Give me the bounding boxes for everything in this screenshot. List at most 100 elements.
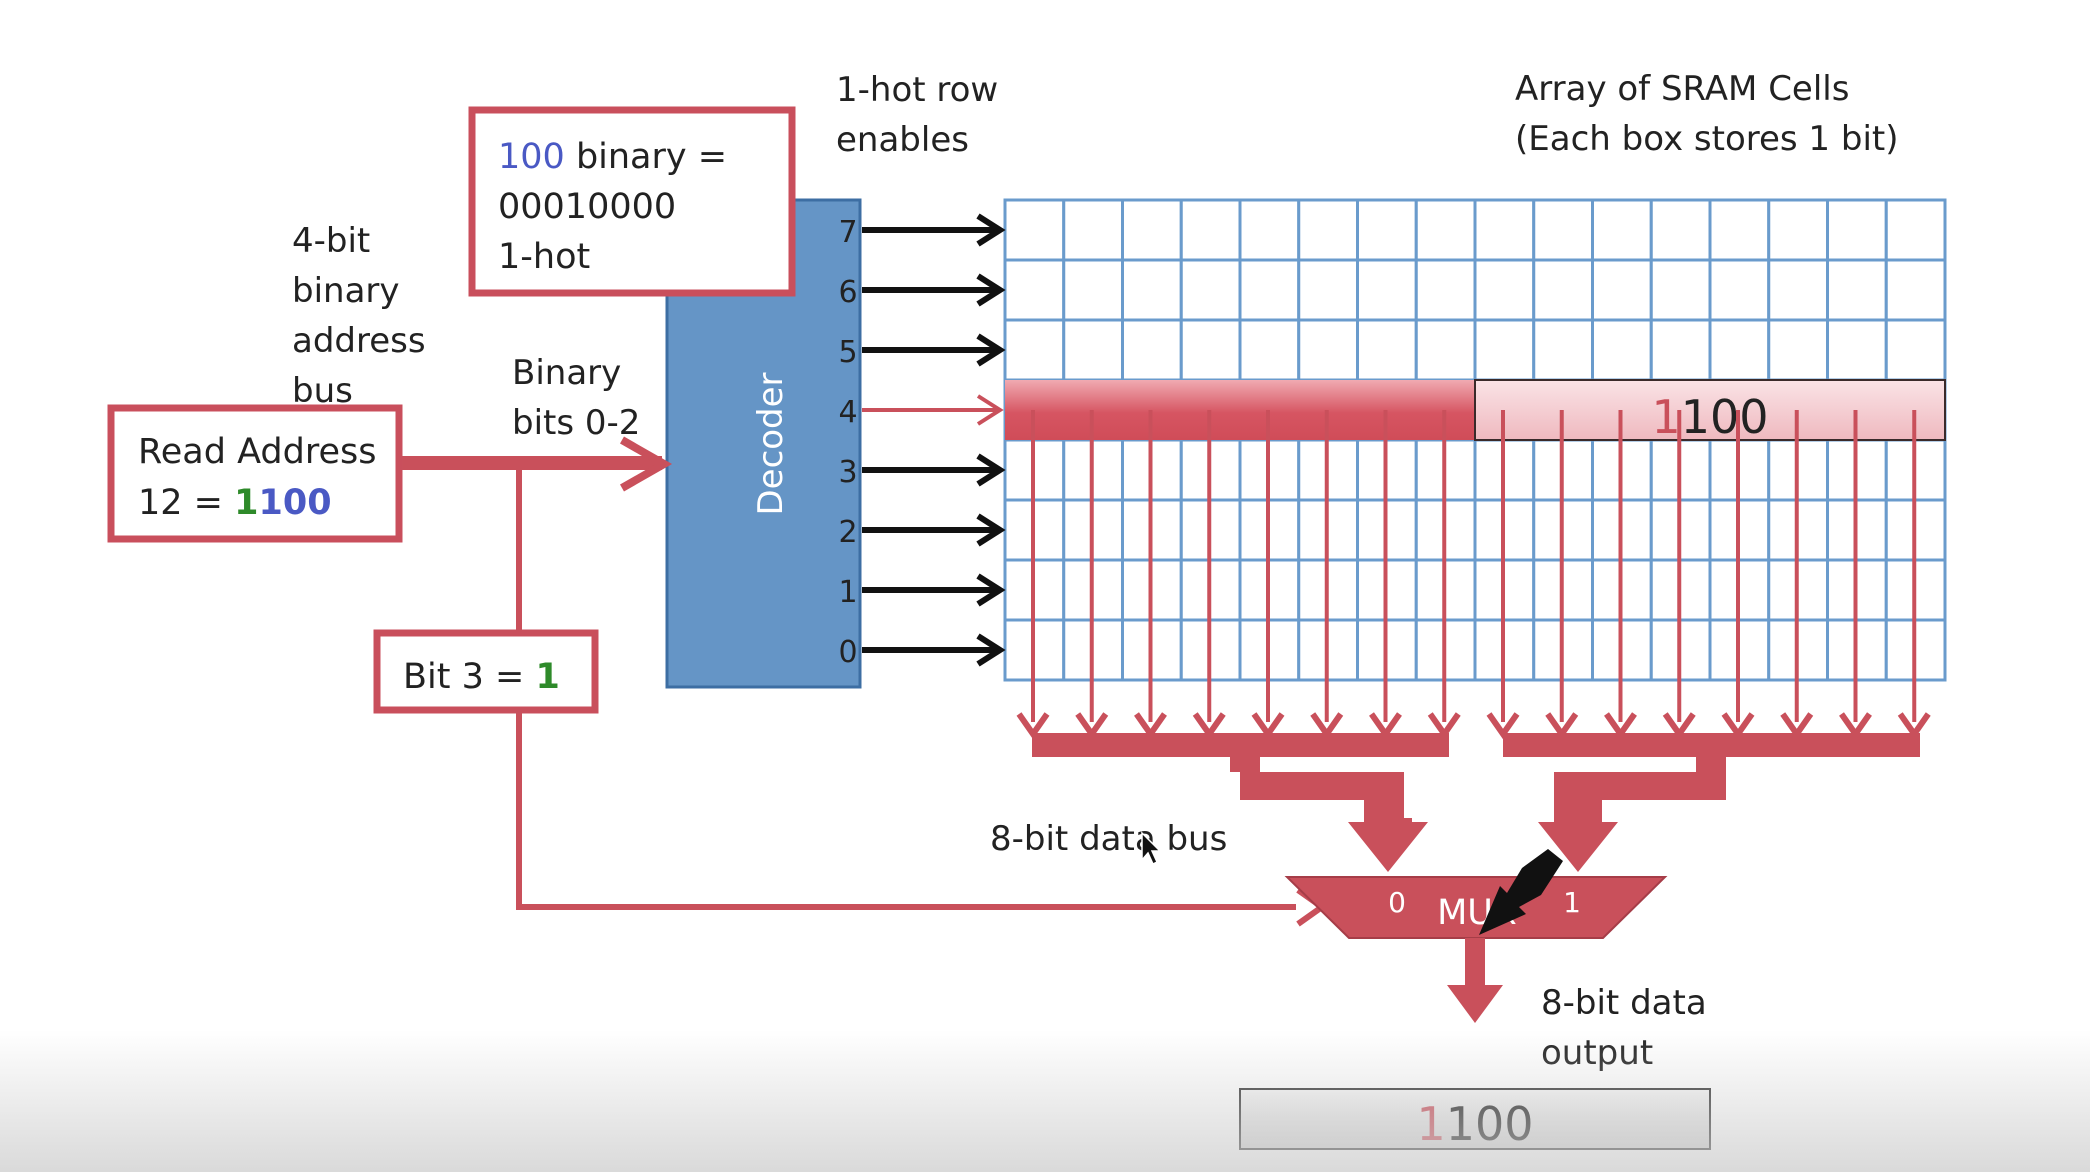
decoder-output-label: 6: [838, 275, 857, 310]
mouse-cursor-icon: [1141, 831, 1162, 866]
decoder-output-label: 2: [838, 515, 857, 550]
mux-output-arrowhead: [1447, 985, 1503, 1023]
data-bus-arrow-1: [1538, 757, 1726, 872]
decoder-outputs: 7 6 5 4 3 2 1 0: [838, 213, 1006, 670]
mux-input0-label: 0: [1388, 886, 1406, 919]
sram-cell: [1414, 318, 1477, 382]
sram-cell: [1414, 258, 1477, 322]
sram-cell: [1238, 198, 1301, 262]
sram-cell: [1356, 198, 1418, 262]
decoder-output-arrowhead: [976, 633, 1006, 667]
decoder-output-label: 5: [838, 335, 857, 370]
output-value: 1100: [1416, 1097, 1533, 1151]
sram-cell: [1414, 198, 1477, 262]
decoder-output-arrowhead: [976, 453, 1006, 487]
address-bus-arrowhead: [620, 436, 673, 492]
sram-cell: [1708, 258, 1771, 322]
sram-cell: [1121, 258, 1183, 322]
decoder-output-arrowhead: [976, 394, 1004, 426]
multiplexer: MUX 0 1: [1284, 849, 1668, 1023]
addr-bus-label-4: bus: [292, 371, 353, 411]
sram-cell: [1238, 318, 1301, 382]
sram-cell: [1062, 318, 1124, 382]
sram-cell: [1003, 318, 1066, 382]
decoder-output-label: 1: [838, 575, 857, 610]
addr-bus-label-3: address: [292, 321, 426, 361]
decoder-output-arrowhead: [976, 213, 1006, 247]
sram-cell: [1297, 258, 1359, 322]
array-label-1: Array of SRAM Cells: [1515, 69, 1849, 109]
array-label-2: (Each box stores 1 bit): [1515, 119, 1898, 159]
decoder-output-label: 3: [838, 455, 857, 490]
selected-row: 1100: [1005, 379, 1946, 444]
sram-cell: [1062, 198, 1124, 262]
sram-cell: [1179, 198, 1242, 262]
addr-bus-label-1: 4-bit: [292, 221, 370, 261]
decoder-output-arrowhead: [976, 333, 1006, 367]
sram-cell: [1062, 258, 1124, 322]
sram-cell: [1473, 198, 1536, 262]
decoder-output-label: 4: [838, 395, 857, 430]
collector-right: [1503, 733, 1920, 757]
bit3-box: Bit 3 = 1: [373, 629, 599, 714]
sram-cell: [1826, 318, 1888, 382]
sram-cell: [1884, 318, 1947, 382]
read-address-box: Read Address 12 = 1100: [107, 404, 403, 543]
selected-row-right-border: [1474, 379, 1946, 441]
selected-row-right-half: [1475, 380, 1945, 440]
binary-bits-label-1: Binary: [512, 353, 621, 393]
sram-cell: [1708, 318, 1771, 382]
sram-cell: [1297, 198, 1359, 262]
sram-cell: [1826, 258, 1888, 322]
onehot-line1: 100 binary =: [498, 137, 727, 177]
sram-cell: [1767, 198, 1829, 262]
selected-row-left-half: [1005, 380, 1475, 440]
decoder-output-arrowhead: [976, 573, 1006, 607]
read-address-line1: Read Address: [138, 432, 376, 472]
binary-bits-label-2: bits 0-2: [512, 403, 640, 443]
sram-cell: [1003, 198, 1066, 262]
bit3-select-line-horizontal: [516, 904, 1296, 910]
sram-cell: [1532, 318, 1594, 382]
sram-cell: [1473, 318, 1536, 382]
onehot-line3: 1-hot: [498, 237, 590, 277]
addr-bus-label-2: binary: [292, 271, 400, 311]
read-address-box-border: [107, 404, 403, 543]
decoder-output-label: 7: [838, 215, 857, 250]
sram-cell: [1591, 258, 1653, 322]
output-box: 1100: [1239, 1088, 1711, 1151]
sram-cell: [1591, 318, 1653, 382]
sram-cell: [1121, 198, 1183, 262]
sram-cell: [1356, 258, 1418, 322]
sram-cell: [1649, 198, 1712, 262]
selected-row-value: 1100: [1651, 390, 1768, 444]
data-bus-collectors: [1032, 733, 1920, 872]
onehot-box: 100 binary = 00010000 1-hot: [468, 106, 796, 297]
sram-cell: [1884, 258, 1947, 322]
bit-lines: [1016, 410, 1931, 740]
sram-cell: [1649, 318, 1712, 382]
decoder-label: Decoder: [751, 372, 791, 515]
sram-cell: [1003, 258, 1066, 322]
sram-cell: [1179, 258, 1242, 322]
read-address-line2: 12 = 1100: [138, 483, 332, 523]
sram-cell: [1767, 258, 1829, 322]
address-bus-main: [400, 456, 662, 470]
sram-cell: [1767, 318, 1829, 382]
sram-cell: [1356, 318, 1418, 382]
decoder-output-label: 0: [838, 635, 857, 670]
sram-cell: [1238, 258, 1301, 322]
decoder-output-arrowhead: [976, 513, 1006, 547]
sram-cell: [1473, 258, 1536, 322]
sram-cell: [1649, 258, 1712, 322]
bit3-select-line-vertical: [516, 710, 522, 910]
onehot-box-border: [468, 106, 796, 297]
data-output-label-2: output: [1541, 1033, 1653, 1073]
mux-select-indicator-arrow: [1479, 849, 1563, 935]
sram-cell: [1121, 318, 1183, 382]
sram-cell: [1179, 318, 1242, 382]
sram-cell: [1297, 318, 1359, 382]
hot-row-label-1: 1-hot row: [836, 70, 998, 110]
